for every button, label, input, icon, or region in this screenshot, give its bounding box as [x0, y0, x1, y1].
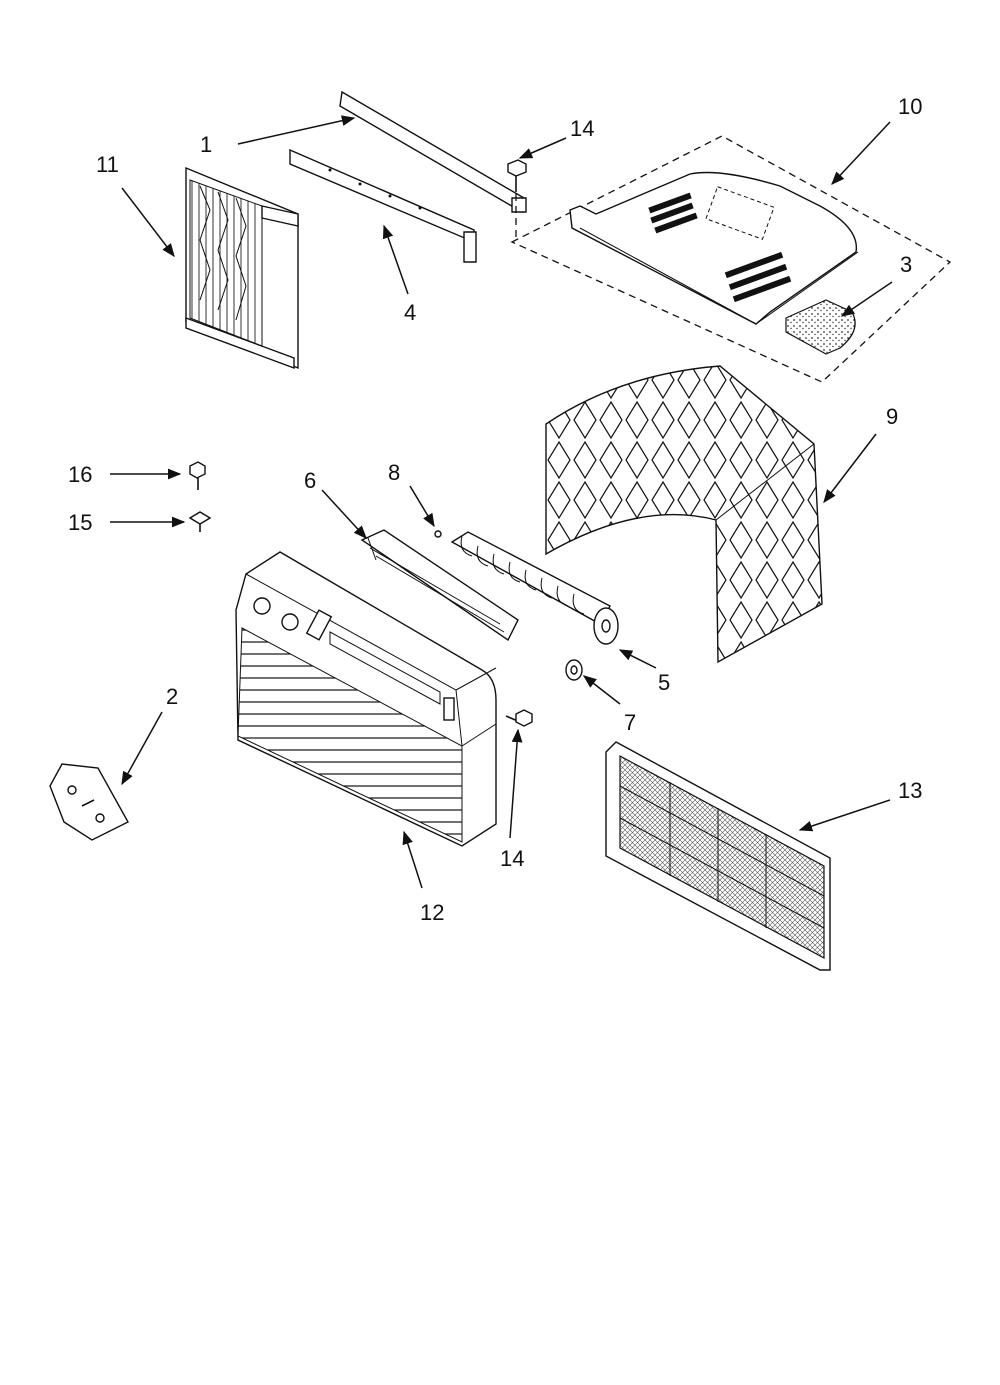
callout-1: 1 — [200, 132, 213, 157]
part-14-screw-lower — [505, 709, 533, 727]
callout-5: 5 — [658, 670, 671, 695]
callout-6: 6 — [304, 468, 317, 493]
callout-7: 7 — [624, 710, 637, 735]
part-4-rail — [289, 148, 477, 263]
callout-12: 12 — [420, 900, 445, 925]
part-11-side-curtain — [185, 166, 299, 370]
callout-2: 2 — [166, 684, 179, 709]
callout-4: 4 — [404, 300, 417, 325]
part-3-foam-pad — [785, 299, 856, 355]
part-15-clip — [188, 511, 212, 532]
part-2-bracket — [49, 763, 129, 841]
callout-8: 8 — [388, 460, 401, 485]
part-5-blower-wheel — [450, 531, 619, 645]
part-12-front-panel — [235, 551, 497, 847]
part-9-mesh-wrapper — [545, 365, 823, 664]
part-7-bearing — [565, 659, 583, 681]
part-16-screw — [189, 461, 206, 490]
part-8-bushing — [434, 530, 442, 538]
part-6-louver — [360, 529, 519, 642]
callout-9: 9 — [886, 404, 899, 429]
part-13-filter — [605, 741, 831, 971]
callout-11: 11 — [96, 152, 119, 177]
leader-lines — [110, 115, 893, 889]
callout-16: 16 — [68, 462, 93, 487]
callout-15: 15 — [68, 510, 93, 535]
part-10-top-cover — [510, 135, 952, 383]
callout-3: 3 — [900, 252, 913, 277]
part-14-screw-top — [507, 159, 527, 240]
callout-14-top: 14 — [570, 116, 595, 141]
callout-13: 13 — [898, 778, 923, 803]
callout-10: 10 — [898, 94, 923, 119]
callout-14-lower: 14 — [500, 846, 525, 871]
